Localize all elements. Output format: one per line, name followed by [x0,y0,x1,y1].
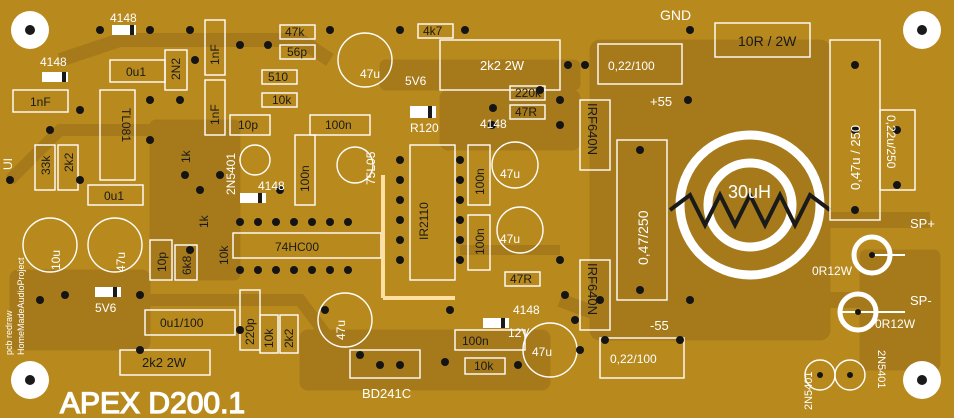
label-sp-minus: SP- [910,293,932,308]
credit-line-1: pcb redraw [4,310,14,355]
label-4148-top: 4148 [110,11,137,25]
label-10k-a: 10k [272,93,292,107]
label-6k8: 6k8 [180,255,194,275]
label-47r-b: 47R [510,272,532,286]
inductor-label: 30uH [728,182,771,202]
label-2n2: 2N2 [169,58,183,80]
label-47u-d: 47u [114,252,128,272]
label-5v6-a: 5V6 [405,74,427,88]
electrolytic-caps [22,32,866,391]
label-0u1-a: 0u1 [126,65,146,79]
label-75l05: 75L05 [364,151,378,185]
label-10k-c: 10k [262,328,276,348]
label-0-22u-250: 0,22u/250 [884,115,898,169]
label-1k-a: 1k [179,149,193,163]
label-1k-b: 1k [197,214,211,228]
label-tl081: TL081 [119,108,133,142]
label-220k: 220k [515,86,542,100]
label-47u-a: 47u [360,67,380,81]
label-0r12w-b: 0R12W [875,317,916,331]
label-1nf-c: 1nF [30,95,51,109]
board-title: APEX D200.1 [60,387,245,418]
label-0r12w-a: 0R12W [812,264,853,278]
label-gnd: GND [660,7,691,23]
label-r120: R120 [410,121,439,135]
label-10r-2w: 10R / 2W [738,33,797,49]
label-100n-d: 100n [473,228,487,255]
label-sp-plus: SP+ [910,216,935,231]
label-47r-a: 47R [515,105,537,119]
label-1nf-a: 1nF [208,44,222,65]
inductor-30uh: 30uH [668,130,832,280]
label-plus-55: +55 [650,94,672,109]
label-47u-f: 47u [532,345,552,359]
label-220p: 220p [243,318,257,345]
label-10k-b: 10k [217,245,231,265]
component-outlines [12,19,916,379]
label-0u1-b: 0u1 [104,189,124,203]
label-4148-left: 4148 [40,55,67,69]
label-2n5401-a: 2N5401 [224,153,238,195]
label-12v: 12V [508,326,529,340]
label-2k2-a: 2k2 [62,152,76,172]
label-bd241c: BD241C [362,386,411,401]
label-irf640n-b: IRF640N [585,263,600,315]
jumpers [381,175,455,300]
label-47k: 47k [285,25,305,39]
label-0u1-100: 0u1/100 [160,316,204,330]
label-4148-e: 4148 [513,303,540,317]
label-100n-a: 100n [325,118,352,132]
label-ui: UI [1,158,15,170]
speaker-terminals [837,234,905,333]
mounting-holes [11,11,941,399]
label-2k2-2w-b: 2k2 2W [142,355,187,370]
label-10k-d: 10k [474,359,494,373]
label-2k2-b: 2k2 [282,328,296,348]
label-47u-b: 47u [500,167,520,181]
label-2n5401-c: 2N5401 [875,350,887,389]
label-10p-a: 10p [238,118,258,132]
label-minus-55: -55 [650,318,669,333]
label-100n-e: 100n [462,334,489,348]
label-74hc00: 74HC00 [275,240,319,254]
label-ir2110: IR2110 [417,202,431,240]
label-10u: 10u [49,250,63,270]
label-1nf-b: 1nF [208,104,222,125]
label-47u-c: 47u [500,232,520,246]
label-2n5401-b: 2N5401 [803,371,815,410]
credit-line-2: HomeMadeAudioProject [16,257,26,355]
label-4148-d: 4148 [258,179,285,193]
label-510: 510 [268,70,288,84]
label-irf640n-a: IRF640N [585,103,600,155]
diodes [42,25,509,328]
label-56p: 56p [287,45,307,59]
label-0-47-250: 0,47/250 [635,210,651,265]
label-47u-e: 47u [334,320,348,340]
label-2k2-2w-a: 2k2 2W [480,58,525,73]
pads [6,26,901,378]
label-100n-b: 100n [298,165,312,192]
label-0-22-100-a: 0,22/100 [608,59,655,73]
label-0-22-100-b: 0,22/100 [610,352,657,366]
label-4148-c: 4148 [480,117,507,131]
label-0-47u-250: 0,47u / 250 [848,125,863,190]
label-5v6-b: 5V6 [95,301,117,315]
label-10p-b: 10p [155,252,169,272]
silkscreen-labels: 4148 47k 4k7 GND 10R / 2W 4148 0u1 2N2 1… [1,7,935,410]
label-4k7: 4k7 [423,24,443,38]
label-100n-c: 100n [473,168,487,195]
label-33k: 33k [39,155,53,175]
